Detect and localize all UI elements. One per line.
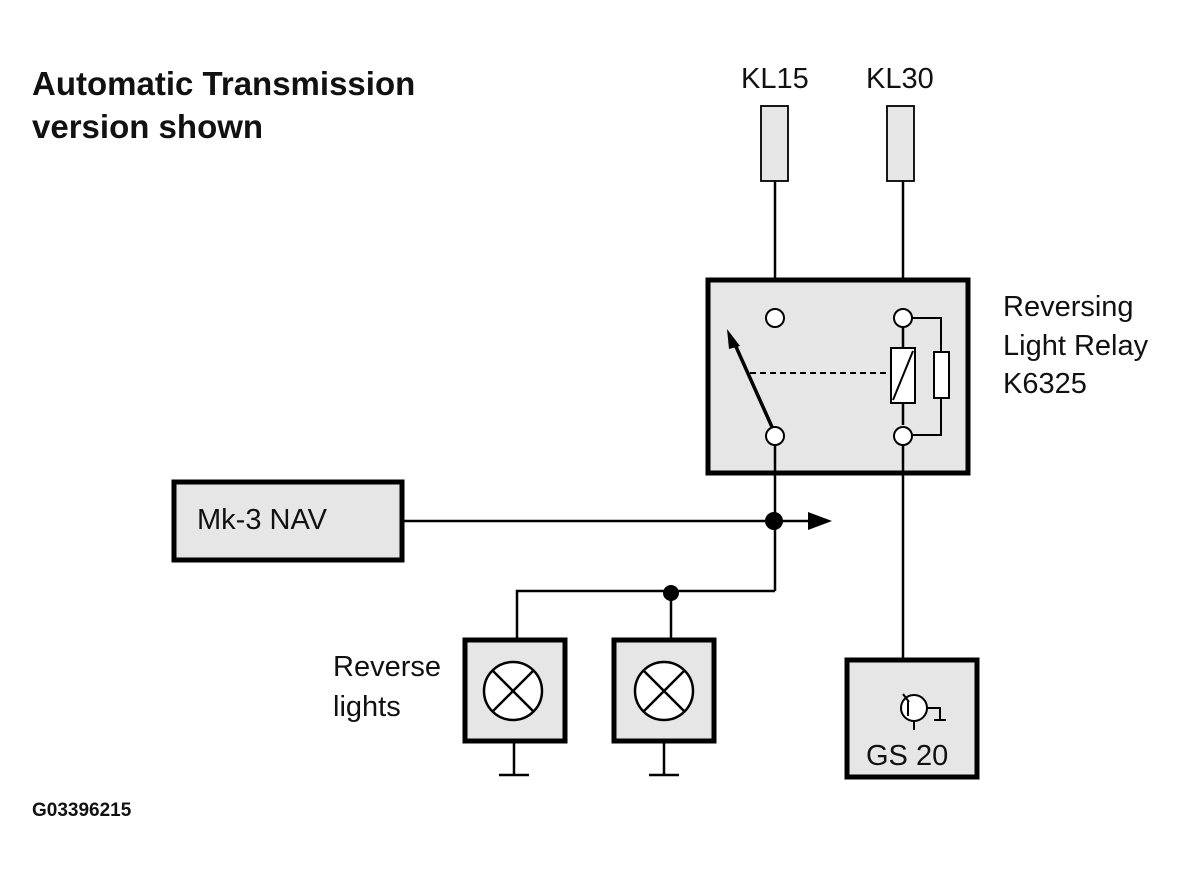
reverse-lights-label-line2: lights: [333, 691, 401, 723]
reverse-lights-label-line1: Reverse: [333, 651, 441, 683]
relay-switch-arrowhead: [727, 329, 740, 349]
relay-label-line1: Reversing: [1003, 291, 1134, 323]
resistor-icon: [933, 351, 950, 399]
relay-switch-contact: [731, 339, 774, 428]
nav-box: [171, 479, 405, 563]
relay-label-line2: Light Relay: [1003, 330, 1149, 362]
lamp-cross-icon: [633, 660, 695, 722]
arrow-right-icon: [808, 512, 832, 530]
kl30-label: KL30: [866, 63, 934, 95]
lights-feed-wire: [515, 589, 775, 640]
relay-terminal-switch-out: [765, 426, 785, 446]
figure-code: G03396215: [32, 800, 132, 821]
lamp-junction-dot: [663, 585, 679, 601]
relay-resistor-wire-bottom: [910, 398, 942, 436]
kl30-fuse: [886, 105, 915, 182]
relay-resistor-wire-top: [910, 317, 942, 352]
relay-terminal-kl15: [765, 308, 785, 328]
relay-coil-diagonal: [892, 350, 914, 401]
diagram-title-line1: Automatic Transmission: [32, 65, 415, 102]
gs20-label: GS 20: [866, 740, 948, 772]
lamp-cross-icon: [482, 660, 544, 722]
nav-label: Mk-3 NAV: [197, 504, 328, 536]
nav-junction-dot: [765, 512, 783, 530]
diagram-title-line2: version shown: [32, 108, 263, 145]
relay-terminal-coil-out: [893, 426, 913, 446]
transistor-icon: [900, 693, 946, 730]
kl15-label: KL15: [741, 63, 809, 95]
kl15-fuse: [760, 105, 789, 182]
relay-label-line3: K6325: [1003, 368, 1087, 400]
relay-terminal-kl30: [893, 308, 913, 328]
relay-box: [705, 277, 971, 476]
